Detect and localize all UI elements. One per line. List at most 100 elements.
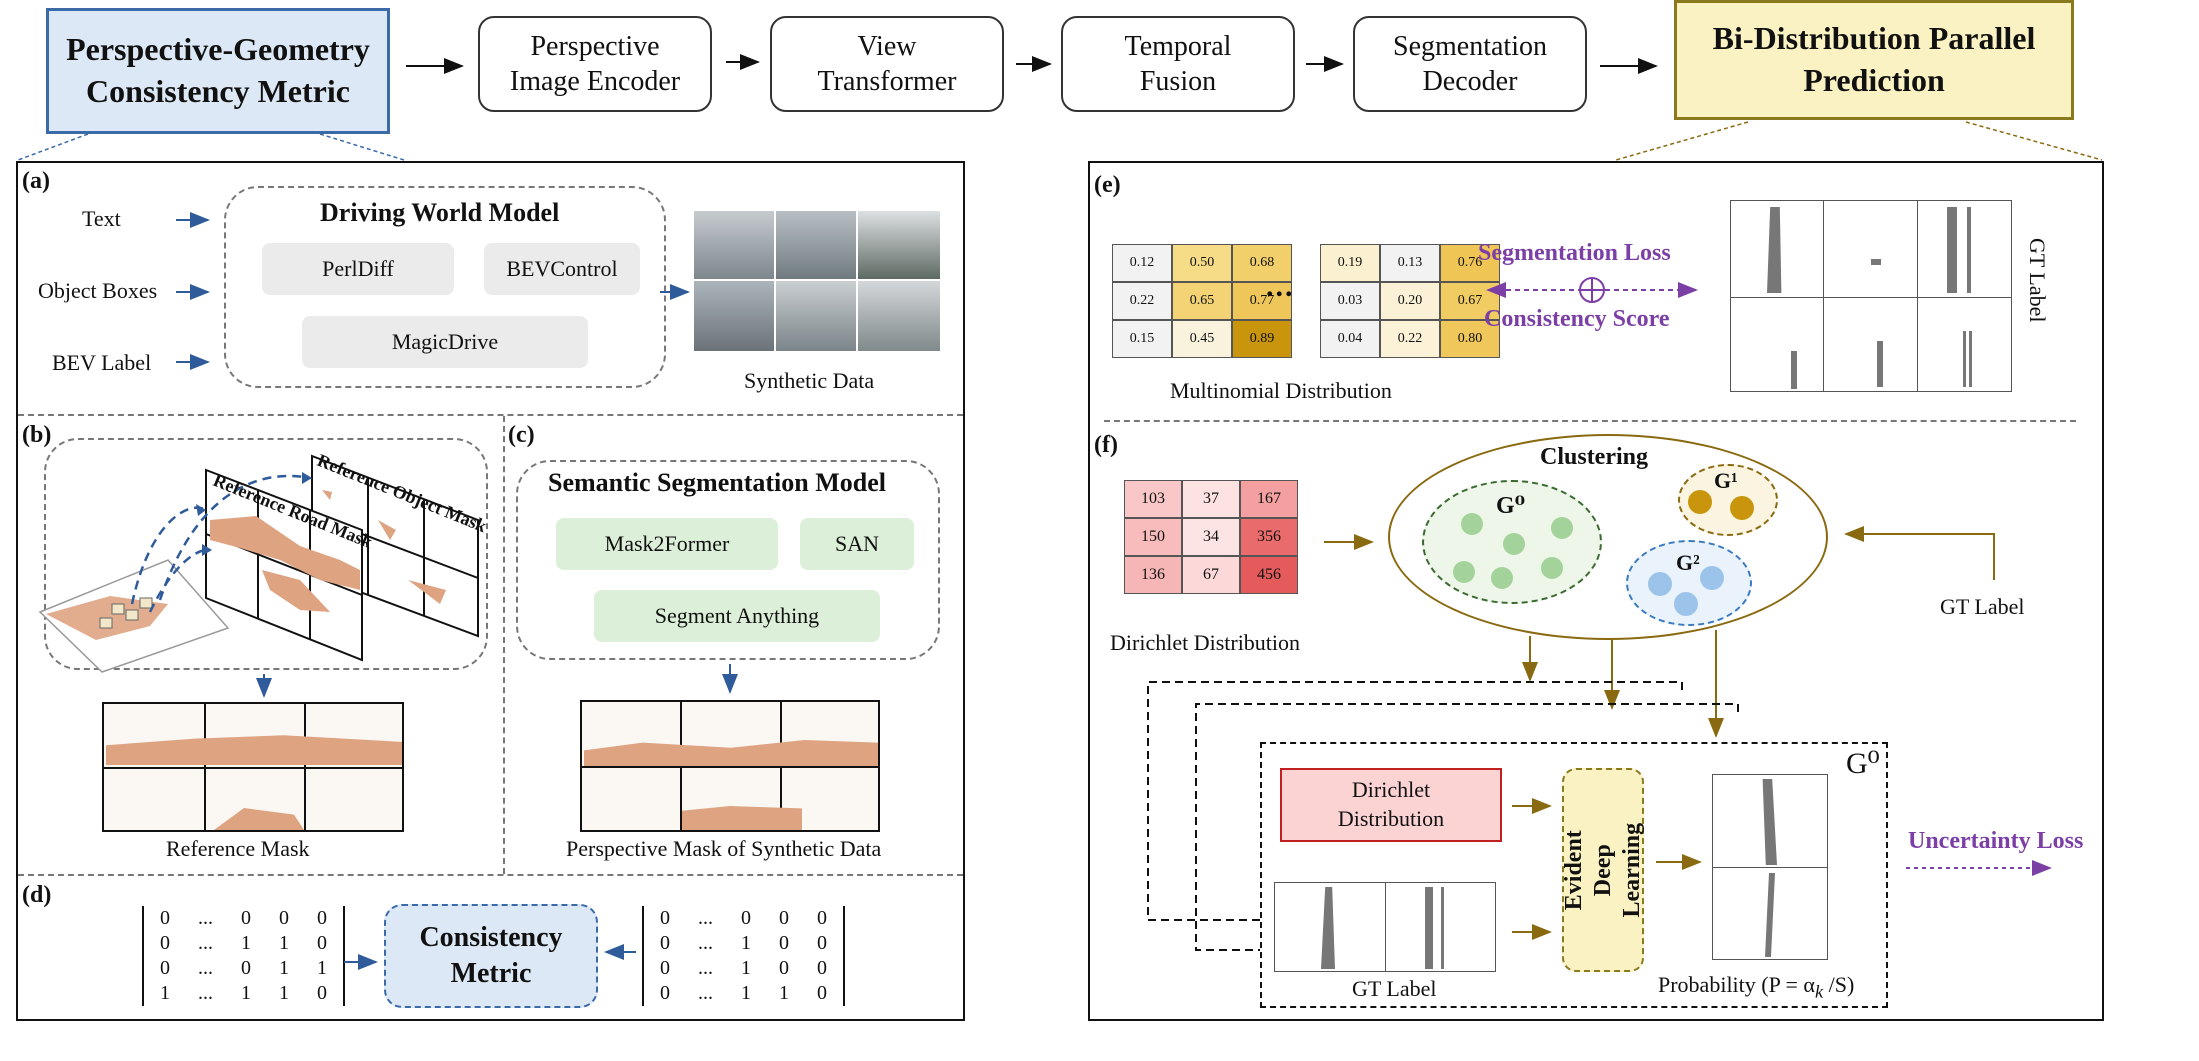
dirichlet-distribution-label: Dirichlet Distribution bbox=[1110, 630, 1301, 655]
driving-world-model-container bbox=[224, 186, 666, 388]
perspective-geometry-metric-label: Perspective-Geometry Consistency Metric bbox=[66, 31, 370, 109]
prob-cell: 0.77 bbox=[1232, 282, 1292, 320]
dirichlet-box-label: Dirichlet Distribution bbox=[1337, 777, 1445, 831]
matrix-cell: 0 bbox=[160, 957, 170, 979]
prob-cell: 0.13 bbox=[1380, 244, 1440, 282]
perspective-mask-grid bbox=[580, 700, 880, 832]
synthetic-image bbox=[694, 211, 774, 279]
uncertainty-loss-label: Uncertainty Loss bbox=[1908, 828, 2084, 854]
matrix-cell: ... bbox=[198, 907, 213, 929]
right-panel-frame bbox=[1088, 161, 2104, 1021]
matrix-cell: 0 bbox=[660, 907, 670, 929]
prob-cell: 0.50 bbox=[1172, 244, 1232, 282]
segmentation-decoder-label: Segmentation Decoder bbox=[1393, 31, 1547, 97]
gt-to-cluster-arrow bbox=[1844, 526, 1995, 580]
panel-d-label: (d) bbox=[22, 882, 52, 908]
matrix-cell: ... bbox=[198, 982, 213, 1004]
mask-divider bbox=[104, 767, 402, 769]
matrix-cell: 0 bbox=[279, 907, 289, 929]
road-region bbox=[682, 806, 802, 830]
cluster-g1-points bbox=[1688, 490, 1754, 520]
temporal-fusion-label: Temporal Fusion bbox=[1124, 31, 1232, 97]
probability-subscript: k bbox=[1814, 981, 1824, 1002]
synthetic-data-thumbnails bbox=[694, 211, 940, 351]
ellipsis: ... bbox=[1266, 270, 1295, 303]
matrix-cell: 0 bbox=[817, 957, 827, 979]
stacked-frame bbox=[1147, 681, 1683, 921]
perspective-geometry-metric-box: Perspective-Geometry Consistency Metric bbox=[46, 8, 390, 134]
image-encoder-label: Perspective Image Encoder bbox=[509, 31, 681, 97]
segment-anything-chip: Segment Anything bbox=[594, 590, 880, 642]
matrix-cell: 0 bbox=[779, 957, 789, 979]
matrix-cell: ... bbox=[698, 982, 713, 1004]
gt-stripe bbox=[1963, 331, 1966, 387]
matrix-cell: 0 bbox=[779, 907, 789, 929]
g0-detail-label: G⁰ bbox=[1846, 747, 1880, 780]
g0-detail-frame bbox=[1260, 742, 1888, 1008]
matrix-cell: 0 bbox=[779, 932, 789, 954]
zoom-guide bbox=[319, 133, 405, 161]
input-text-label: Text bbox=[82, 206, 121, 231]
cluster-point bbox=[1700, 566, 1724, 590]
cluster-point bbox=[1730, 496, 1754, 520]
zoom-guide bbox=[1965, 121, 2103, 161]
cluster-point bbox=[1453, 561, 1475, 583]
consistency-score-label: Consistency Score bbox=[1484, 306, 1670, 332]
edl-box: Evident Deep Learning bbox=[1561, 768, 1644, 972]
alpha-cell: 150 bbox=[1124, 518, 1182, 556]
prob-stripe bbox=[1765, 873, 1775, 957]
cluster-point bbox=[1491, 567, 1513, 589]
dirichlet-matrix: 103 37 167 150 34 356 136 67 456 bbox=[1124, 480, 1298, 594]
prob-cell: 0.76 bbox=[1440, 244, 1500, 282]
matrix-cell: ... bbox=[198, 957, 213, 979]
prob-cell: 0.45 bbox=[1172, 320, 1232, 358]
cluster-points bbox=[1453, 513, 1573, 589]
gt-stripe bbox=[1767, 207, 1782, 293]
matrix-cell: 1 bbox=[241, 932, 251, 954]
zoom-guide bbox=[17, 133, 89, 161]
prob-cell: 0.80 bbox=[1440, 320, 1500, 358]
alpha-cell: 34 bbox=[1182, 518, 1240, 556]
matrix-cell: 0 bbox=[660, 932, 670, 954]
prob-cell: 0.12 bbox=[1112, 244, 1172, 282]
cluster-point bbox=[1688, 490, 1712, 514]
prob-cell: 0.22 bbox=[1112, 282, 1172, 320]
matrix-cell: 1 bbox=[317, 957, 327, 979]
matrix-cell: 0 bbox=[241, 957, 251, 979]
matrix-cell: ... bbox=[698, 932, 713, 954]
multinomial-distribution-label: Multinomial Distribution bbox=[1170, 378, 1392, 403]
matrix-cell: 0 bbox=[741, 907, 751, 929]
prob-cell: 0.19 bbox=[1320, 244, 1380, 282]
temporal-fusion-box: Temporal Fusion bbox=[1061, 16, 1295, 112]
grid-divider bbox=[1731, 297, 2011, 298]
reference-mask-label: Reference Mask bbox=[166, 836, 310, 861]
gt-label-bottom: GT Label bbox=[1352, 976, 1437, 1001]
semantic-segmentation-title: Semantic Segmentation Model bbox=[548, 468, 886, 497]
alpha-cell: 37 bbox=[1182, 480, 1240, 518]
input-object-boxes-label: Object Boxes bbox=[38, 278, 158, 303]
gt-stripe bbox=[1947, 207, 1957, 293]
gt-label-f: GT Label bbox=[1940, 594, 2025, 619]
alpha-cell: 67 bbox=[1182, 556, 1240, 594]
matrix-cell: 0 bbox=[317, 907, 327, 929]
driving-world-model-title: Driving World Model bbox=[320, 198, 560, 227]
semantic-segmentation-container bbox=[516, 460, 940, 660]
matrix-cell: 0 bbox=[817, 907, 827, 929]
prob-cell: 0.65 bbox=[1172, 282, 1232, 320]
divider bbox=[1104, 420, 2076, 422]
matrix-cell: 0 bbox=[660, 982, 670, 1004]
magicdrive-chip: MagicDrive bbox=[302, 316, 588, 368]
clustering-ellipse bbox=[1388, 434, 1828, 640]
matrix-cell: 1 bbox=[279, 957, 289, 979]
prob-cell: 0.04 bbox=[1320, 320, 1380, 358]
gt-stripe bbox=[1969, 331, 1972, 387]
prob-cell: 0.67 bbox=[1440, 282, 1500, 320]
synthetic-image bbox=[776, 281, 856, 351]
synthetic-image bbox=[776, 211, 856, 279]
gt-stripe bbox=[1871, 259, 1881, 265]
mask-divider bbox=[582, 766, 878, 768]
matrix-cell: 1 bbox=[741, 932, 751, 954]
consistency-metric-box: Consistency Metric bbox=[384, 904, 598, 1008]
gt-label-grid-e bbox=[1730, 200, 2012, 392]
matrix-cell: 1 bbox=[279, 932, 289, 954]
